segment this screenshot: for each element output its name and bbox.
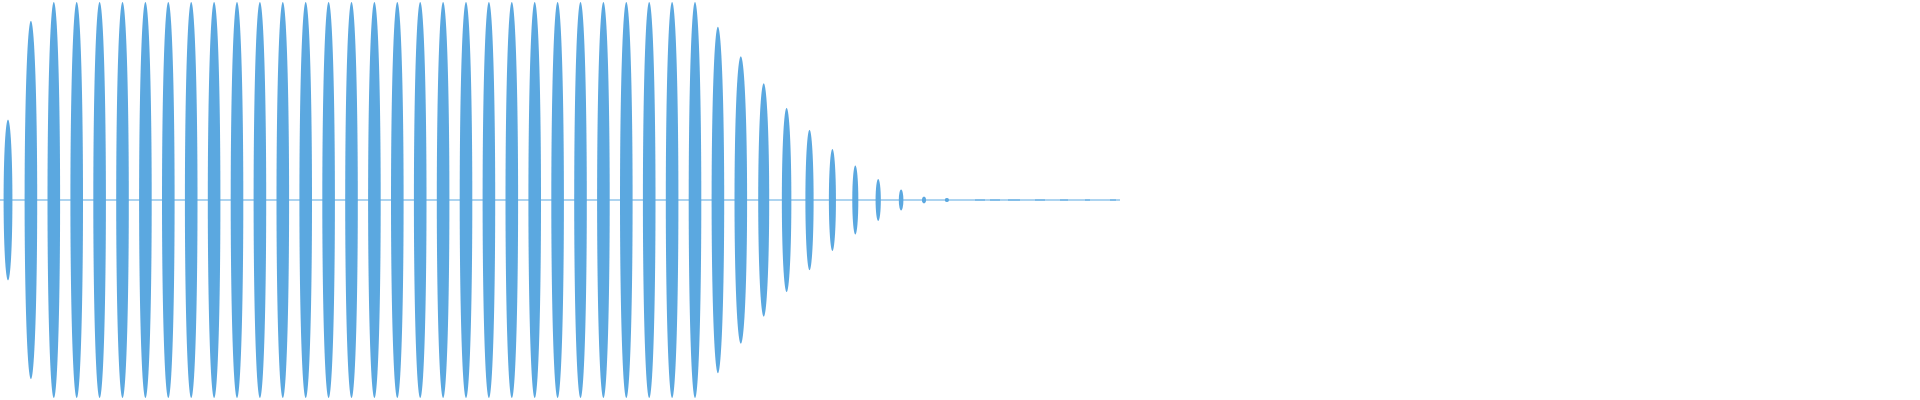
waveform-lobe (711, 26, 725, 374)
waveform-lobe (551, 2, 564, 398)
waveform-lobe (368, 2, 381, 398)
waveform-lobe (875, 179, 881, 221)
waveform-lobe (734, 56, 748, 344)
waveform-lobe (436, 2, 450, 398)
waveform-lobe (116, 2, 129, 398)
waveform-lobe (758, 83, 770, 317)
waveform-lobe (276, 2, 290, 398)
waveform-lobes (3, 2, 949, 398)
waveform-lobe (597, 2, 610, 398)
waveform-lobe (162, 2, 175, 398)
waveform-lobe (482, 2, 496, 398)
waveform-lobe (528, 2, 541, 398)
waveform-lobe (93, 2, 106, 398)
waveform-lobe (805, 129, 814, 271)
waveform-lobe (322, 2, 335, 398)
waveform-lobe (620, 2, 633, 398)
waveform-lobe (70, 2, 83, 398)
waveform-lobe (413, 2, 427, 398)
waveform-lobe (253, 2, 267, 398)
waveform-lobe (781, 107, 792, 293)
waveform-lobe (139, 2, 152, 398)
waveform-lobe (391, 2, 404, 398)
waveform-lobe (944, 198, 949, 202)
waveform-lobe (574, 2, 587, 398)
waveform-lobe (921, 196, 927, 204)
waveform-lobe (47, 2, 61, 398)
waveform-lobe (828, 149, 836, 251)
waveform-lobe (184, 2, 198, 398)
waveform-lobe (230, 2, 244, 398)
waveform-lobe (898, 189, 904, 211)
waveform-lobe (459, 2, 473, 398)
waveform-lobe (345, 2, 358, 398)
waveform-lobe (688, 2, 702, 398)
waveform-lobe (665, 2, 679, 398)
waveform-lobe (24, 20, 38, 380)
waveform-lobe (852, 165, 859, 235)
waveform-lobe (505, 2, 519, 398)
waveform-lobe (642, 2, 656, 398)
waveform-lobe (207, 2, 221, 398)
waveform-lobe (3, 119, 13, 281)
waveform-lobe (299, 2, 313, 398)
